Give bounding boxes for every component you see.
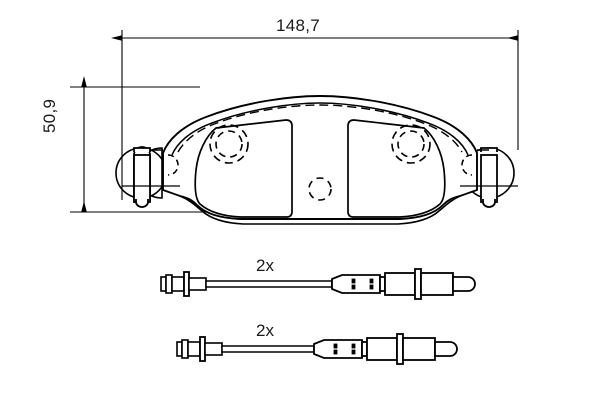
right-pocket (347, 119, 446, 218)
dimension-lines (70, 30, 519, 213)
wear-sensor-cable-1 (160, 268, 476, 300)
right-pocket-hidden-circle-inner (397, 130, 425, 158)
height-dimension-label: 50,9 (40, 98, 59, 133)
right-small-hidden-arc (461, 154, 473, 176)
left-small-hidden-arc (167, 154, 179, 176)
right-pocket-hidden-circle-outer (391, 124, 431, 164)
pad-inner-contour-top (171, 102, 469, 156)
center-hidden-circle (308, 177, 332, 201)
sensor-2-quantity-label: 2x (256, 321, 274, 340)
right-retaining-pin (480, 147, 498, 208)
left-retaining-pin (133, 146, 151, 208)
left-pocket-hidden-circle-inner (215, 130, 243, 158)
pad-hidden-edge-dashed (177, 104, 463, 153)
left-pocket (194, 119, 293, 218)
wear-sensor-cable-2 (176, 333, 458, 365)
brake-pad-assembly (115, 95, 518, 225)
left-pocket-hidden-circle-outer (209, 124, 249, 164)
sensor-1-quantity-label: 2x (256, 256, 274, 275)
pad-bottom-contour (179, 195, 461, 225)
width-dimension-label: 148,7 (276, 16, 321, 35)
